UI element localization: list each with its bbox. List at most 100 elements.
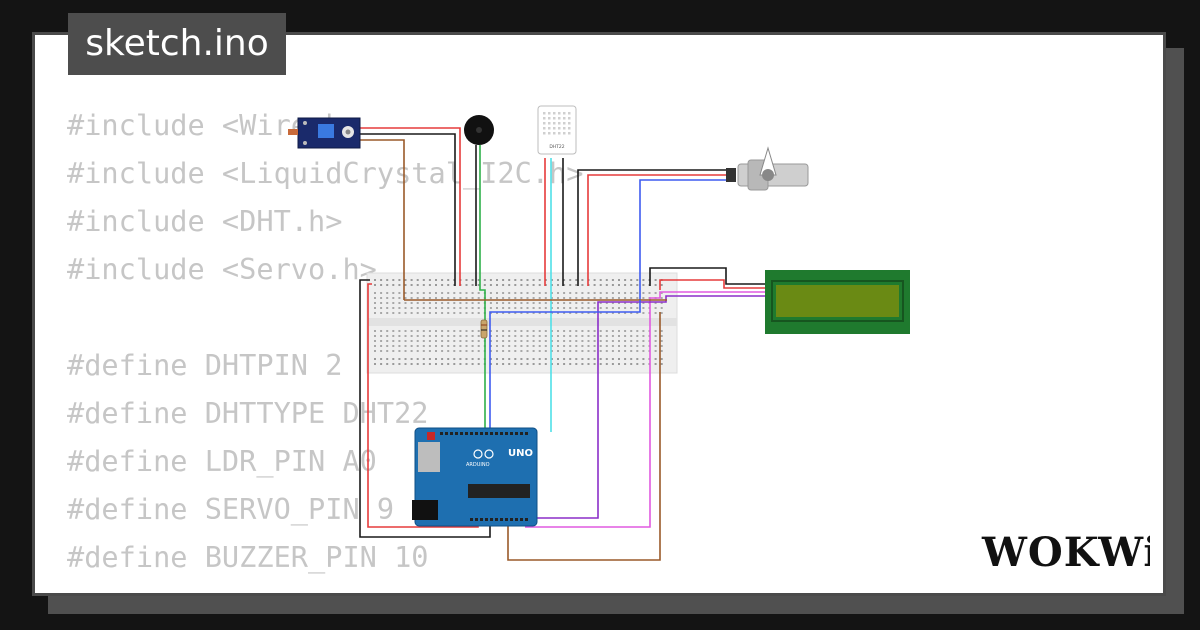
hole [599, 330, 602, 332]
hole [386, 330, 389, 332]
hole [480, 518, 483, 521]
hole [422, 312, 425, 314]
hole [416, 312, 419, 314]
hole [557, 330, 559, 332]
hole [386, 312, 389, 314]
hole [581, 279, 584, 281]
hole [611, 292, 614, 294]
hole [392, 302, 395, 304]
hole [543, 122, 546, 125]
hole [404, 297, 407, 299]
hole [455, 432, 458, 435]
hole [575, 340, 578, 342]
hole [543, 127, 546, 130]
hole [563, 312, 566, 314]
hole [447, 345, 450, 347]
hole [558, 112, 561, 115]
wire-lcd-vcc [659, 279, 770, 290]
hole [404, 335, 407, 337]
hole [581, 340, 584, 342]
hole [520, 432, 523, 435]
hole [514, 358, 517, 360]
hole [441, 312, 444, 314]
hole [532, 284, 535, 286]
hole [593, 297, 596, 299]
hole [416, 292, 419, 294]
hole [520, 358, 523, 360]
hole [480, 432, 483, 435]
hole [618, 284, 620, 286]
hole [525, 518, 528, 521]
dht22-sensor: DHT22 [537, 105, 577, 155]
hole [465, 312, 468, 314]
hole [404, 350, 407, 352]
hole [642, 340, 645, 342]
hole [569, 330, 572, 332]
file-tab[interactable]: sketch.ino [68, 13, 286, 75]
hole [526, 358, 529, 360]
hole [477, 363, 480, 365]
hole [496, 302, 498, 304]
hole [630, 363, 633, 365]
hole [548, 122, 551, 125]
hole [557, 350, 559, 352]
hole [636, 312, 639, 314]
wires [359, 127, 770, 561]
hole [575, 350, 578, 352]
hole [508, 284, 511, 286]
hole [380, 363, 383, 365]
hole [447, 330, 450, 332]
hole [475, 432, 478, 435]
hole [380, 284, 383, 286]
hole [441, 340, 444, 342]
hole [538, 297, 541, 299]
hole [477, 302, 480, 304]
hole [642, 358, 645, 360]
hole [544, 340, 547, 342]
hole [618, 302, 620, 304]
code-line: #define SERVO_PIN 9 [67, 492, 395, 526]
hole [563, 307, 566, 309]
hole [441, 279, 444, 281]
hole [450, 432, 453, 435]
hole [624, 335, 627, 337]
hole [453, 330, 456, 332]
hole [544, 345, 547, 347]
hole [422, 345, 425, 347]
hole [575, 345, 578, 347]
hole [587, 307, 590, 309]
hole [568, 132, 571, 135]
hole [630, 279, 633, 281]
hole [538, 350, 541, 352]
hole [636, 358, 639, 360]
hole [660, 330, 663, 332]
hole [636, 302, 639, 304]
hole [558, 132, 561, 135]
hole [611, 358, 614, 360]
hole [496, 363, 498, 365]
hole [593, 307, 596, 309]
arduino-headers [440, 432, 528, 521]
hole [520, 363, 523, 365]
hole [447, 340, 450, 342]
hole [526, 340, 529, 342]
hole [581, 297, 584, 299]
hole [459, 350, 462, 352]
hole [538, 330, 541, 332]
hole [374, 297, 376, 299]
hole [569, 292, 572, 294]
hole [510, 432, 513, 435]
hole [445, 432, 448, 435]
hole [502, 279, 505, 281]
code-line: #include <DHT.h> [67, 204, 343, 238]
hole [654, 307, 657, 309]
hole [471, 340, 474, 342]
hole [398, 292, 401, 294]
hole [599, 302, 602, 304]
hole [505, 432, 508, 435]
hole [435, 297, 437, 299]
hole [654, 312, 657, 314]
hole [428, 284, 431, 286]
code-line: #define DHTPIN 2 [67, 348, 343, 382]
wokwi-logo: WOKWi [981, 529, 1150, 576]
